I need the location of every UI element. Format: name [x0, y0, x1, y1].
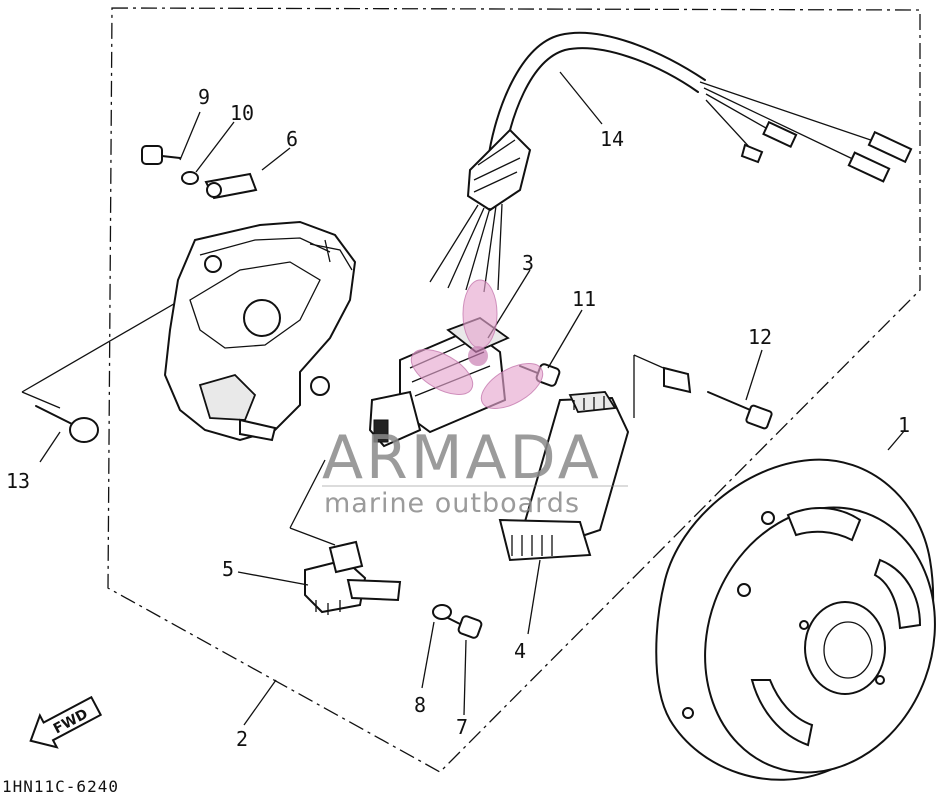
part-number-4: 4: [514, 639, 526, 663]
bolt-12: [663, 366, 773, 430]
group-line-12: [633, 354, 669, 418]
screw-9: [141, 145, 181, 165]
callout-numbers: 1 2 3 4 5 6 7 8 9 10 11 12 13 14: [6, 85, 910, 751]
part-number-13: 13: [6, 469, 30, 493]
part-number-2: 2: [236, 727, 248, 751]
part-number-1: 1: [898, 413, 910, 437]
part-number-9: 9: [198, 85, 210, 109]
group-line-5: [289, 459, 336, 546]
assembly-boundary: [107, 7, 921, 773]
part-number-14: 14: [600, 127, 624, 151]
part-number-8: 8: [414, 693, 426, 717]
washer-8: [432, 604, 452, 620]
watermark-title: ARMADA: [322, 423, 602, 493]
flywheel-1: [655, 458, 936, 781]
clamp-6: [204, 172, 258, 200]
watermark-logo: [410, 279, 544, 409]
leader-lines: [39, 71, 906, 726]
stator-base-2: [163, 220, 357, 442]
part-number-6: 6: [286, 127, 298, 151]
wire-harness-14: [429, 31, 913, 293]
screw-13: [35, 405, 99, 443]
part-number-11: 11: [572, 287, 596, 311]
washer-10: [181, 171, 199, 185]
part-number-3: 3: [522, 251, 534, 275]
part-number-10: 10: [230, 101, 254, 125]
watermark-subtitle: marine outboards: [324, 488, 580, 519]
part-number-12: 12: [748, 325, 772, 349]
part-number-7: 7: [456, 715, 468, 739]
screw-7: [447, 615, 483, 639]
pulser-coil-4: [498, 391, 630, 562]
part-number-5: 5: [222, 557, 234, 581]
propeller-logo-icon: [410, 279, 544, 409]
fwd-arrow-icon: FWD: [29, 695, 103, 749]
connector-5: [304, 540, 402, 615]
drawing-code: 1HN11C-6240: [2, 777, 119, 796]
